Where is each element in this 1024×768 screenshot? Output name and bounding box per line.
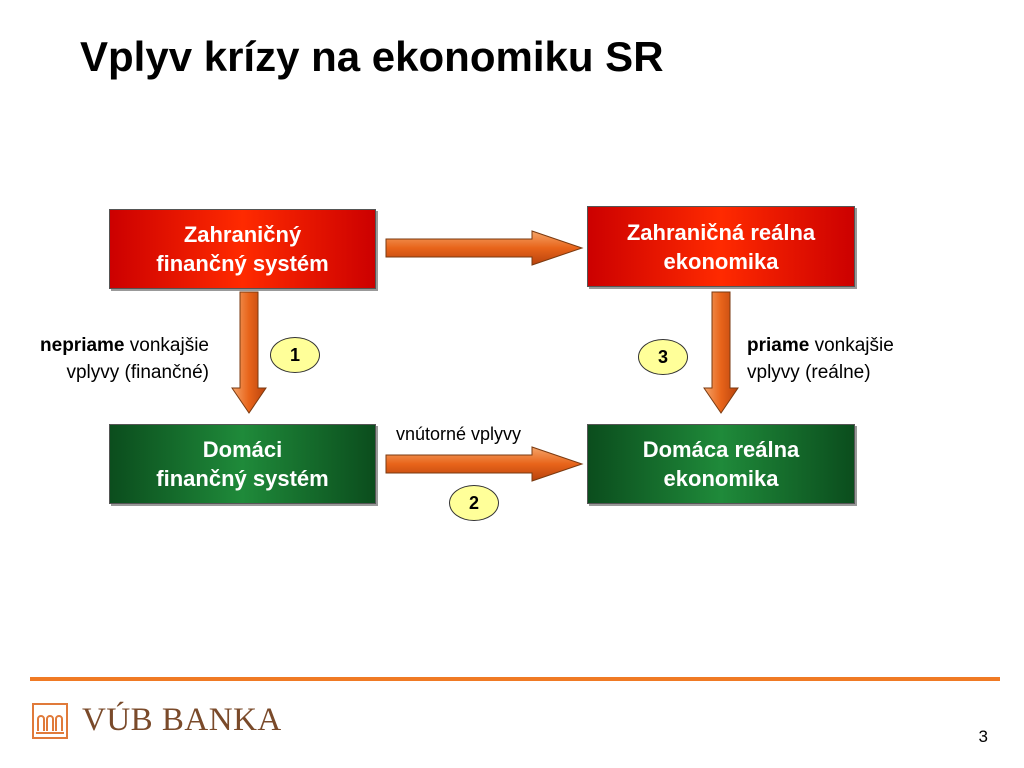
brand-name: VÚB BANKA <box>82 702 282 738</box>
vub-arches-icon <box>32 702 68 739</box>
note-indirect-external: nepriame vonkajšie vplyvy (finančné) <box>40 335 209 383</box>
note-direct-external: priame vonkajšie vplyvy (reálne) <box>747 335 894 383</box>
footer-divider <box>30 677 1000 681</box>
badge-3: 3 <box>638 339 688 375</box>
badge-1: 1 <box>270 337 320 373</box>
page-number: 3 <box>978 727 988 746</box>
arrow-foreign-to-domestic-real <box>703 291 739 414</box>
badge-2: 2 <box>449 485 499 521</box>
arrow-foreign-financial-to-real <box>385 230 584 266</box>
page-title: Vplyv krízy na ekonomiku SR <box>80 33 664 80</box>
arrow-domestic-financial-to-real <box>385 446 584 482</box>
vub-logo: VÚB BANKA <box>32 702 282 739</box>
note-internal: vnútorné vplyvy <box>396 424 522 444</box>
arrow-foreign-to-domestic-financial <box>231 291 267 414</box>
